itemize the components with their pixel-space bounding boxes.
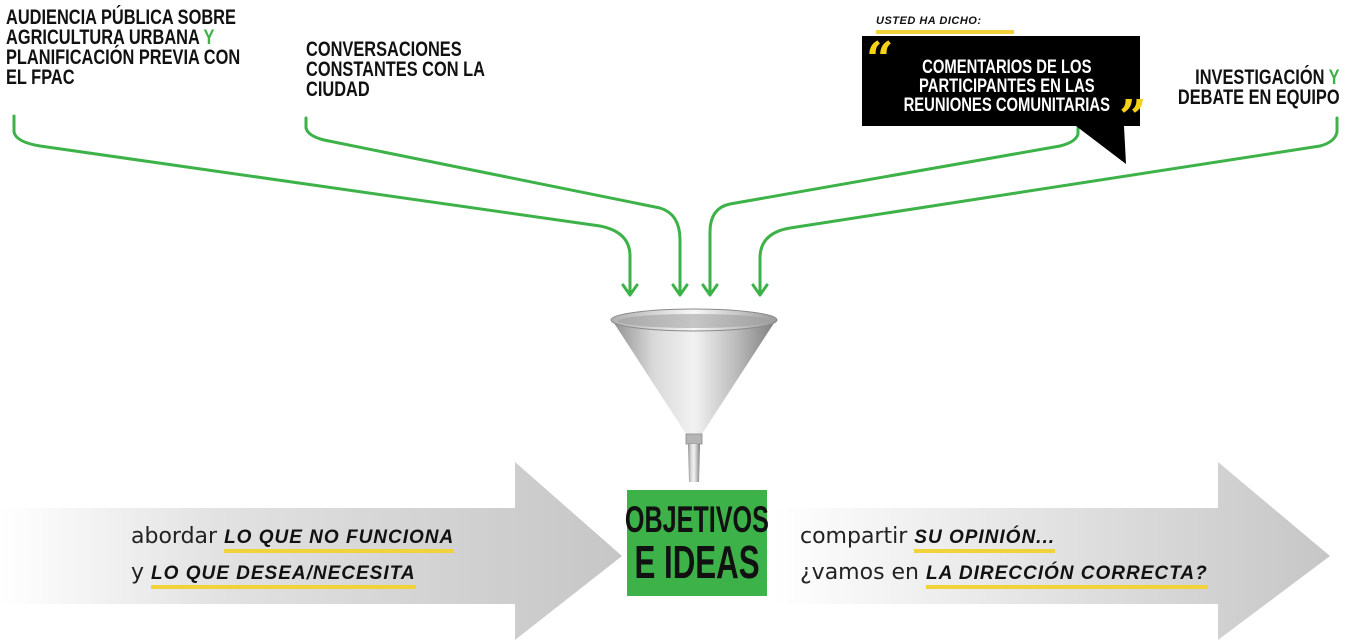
goals-ideas-box: OBJETIVOS E IDEAS: [624, 490, 770, 596]
open-quote-icon: “: [866, 32, 894, 88]
source-line: AUDIENCIA PÚBLICA SOBRE: [6, 6, 236, 29]
source-city-conversations: CONVERSACIONES CONSTANTES CON LA CIUDAD: [306, 38, 485, 101]
center-title-line1: OBJETIVOS: [624, 499, 770, 540]
right-row-2-highlight: LA DIRECCIÓN CORRECTA?: [926, 563, 1208, 589]
said-label: USTED HA DICHO:: [876, 15, 982, 27]
source-line: EL FPAC: [6, 66, 75, 89]
source-line: PLANIFICACIÓN PREVIA CON: [6, 46, 241, 69]
speech-bubble: [862, 36, 1140, 164]
left-row-1-highlight: LO QUE NO FUNCIONA: [224, 527, 455, 553]
conjunction-y: Y: [203, 26, 215, 49]
source-text: INVESTIGACIÓN: [1195, 66, 1325, 89]
funnel-icon: [610, 308, 778, 482]
source-line: CONVERSACIONES: [306, 38, 462, 61]
bubble-line: REUNIONES COMUNITARIAS: [903, 95, 1110, 116]
source-line: DEBATE EN EQUIPO: [1177, 86, 1340, 109]
left-arrow: [0, 462, 622, 640]
source-line: CONSTANTES CON LA: [306, 58, 485, 81]
source-line: CIUDAD: [306, 78, 370, 101]
right-row-1: compartir SU OPINIÓN...: [800, 524, 1056, 553]
right-row-1-highlight: SU OPINIÓN...: [914, 527, 1056, 553]
left-row-2-plain: y: [131, 560, 145, 585]
bubble-line: COMENTARIOS DE LOS: [922, 57, 1092, 78]
right-row-2-plain: ¿vamos en: [800, 560, 920, 585]
right-arrow: [772, 462, 1330, 640]
right-row-2: ¿vamos en LA DIRECCIÓN CORRECTA?: [800, 560, 1208, 589]
bubble-line: PARTICIPANTES EN LAS: [918, 76, 1095, 97]
source-text: AGRICULTURA URBANA: [6, 26, 200, 49]
left-row-1: abordar LO QUE NO FUNCIONA: [131, 524, 455, 553]
left-row-2: y LO QUE DESEA/NECESITA: [131, 560, 416, 589]
source-community-comments: COMENTARIOS DE LOS PARTICIPANTES EN LAS …: [882, 58, 1132, 115]
source-public-hearing: AUDIENCIA PÚBLICA SOBRE AGRICULTURA URBA…: [6, 6, 241, 89]
left-row-2-highlight: LO QUE DESEA/NECESITA: [151, 563, 416, 589]
source-line: INVESTIGACIÓN Y: [1168, 66, 1340, 89]
close-quote-icon: ”: [1119, 90, 1147, 146]
conjunction-y: Y: [1328, 66, 1340, 89]
said-underline: [876, 30, 1014, 34]
right-row-1-plain: compartir: [800, 524, 908, 549]
center-title-line2: E IDEAS: [634, 536, 760, 588]
left-row-1-plain: abordar: [131, 524, 218, 549]
source-line: AGRICULTURA URBANA Y: [6, 26, 240, 49]
source-team-research: INVESTIGACIÓN Y DEBATE EN EQUIPO: [1168, 66, 1340, 109]
